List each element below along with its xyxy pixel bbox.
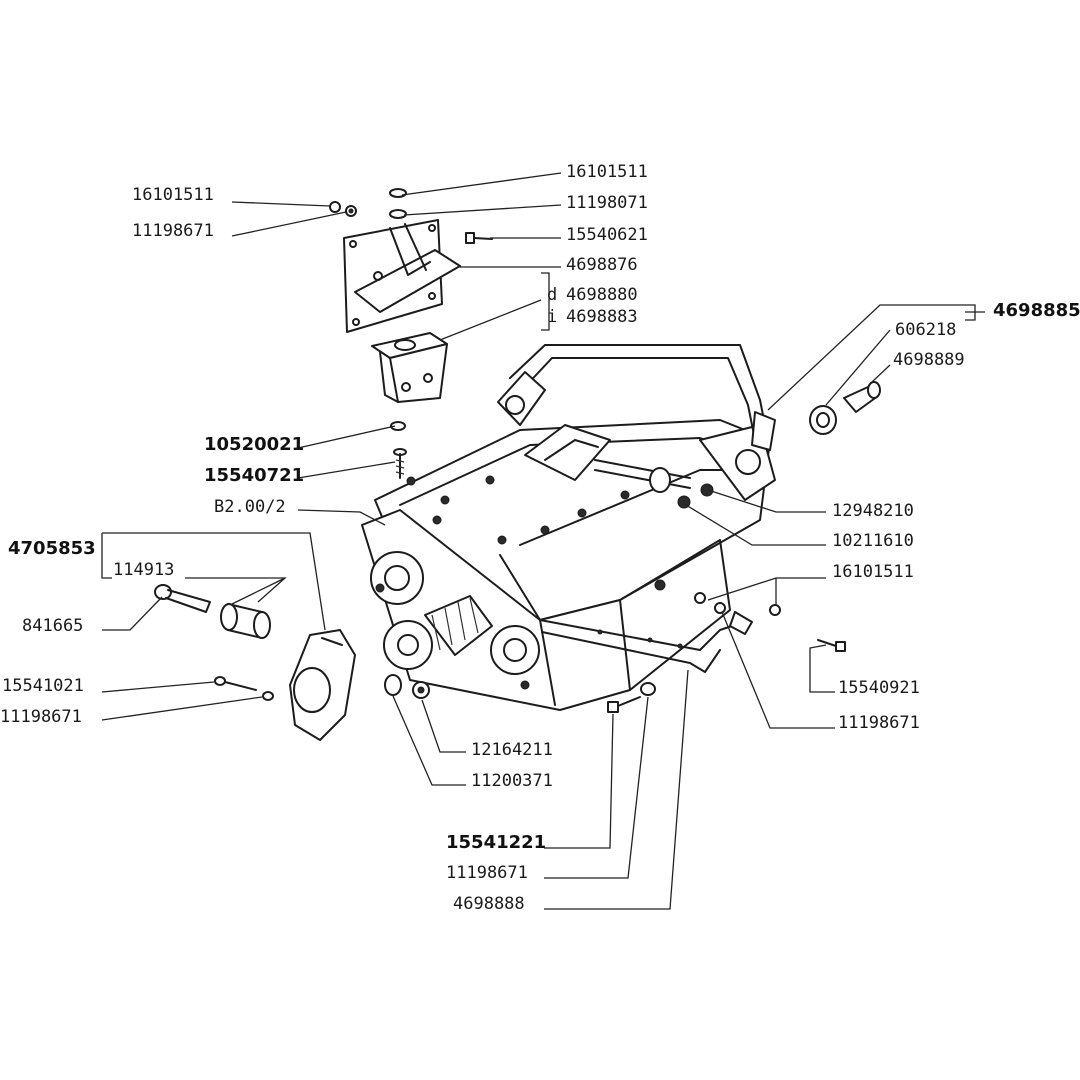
- label-gearbox-ref: B2.00/2: [214, 497, 286, 517]
- label-bolt-left: 841665: [22, 616, 83, 636]
- label-assembly-left: 4705853: [8, 538, 96, 559]
- label-support-d-prefix: d: [547, 285, 557, 305]
- label-washer-top-right: 11198071: [566, 193, 648, 213]
- mid-washer-screw: [390, 421, 407, 479]
- bottom-small-parts: [384, 674, 656, 713]
- support-bracket: [371, 332, 448, 403]
- mounting-bracket: [343, 219, 461, 333]
- label-plug: 12164211: [471, 740, 553, 760]
- label-washer-left: 11198671: [0, 707, 82, 727]
- label-crossmember: 4698888: [453, 894, 525, 914]
- parts-drawing: [154, 188, 881, 741]
- callout-labels: 16101511 11198671 16101511 11198071 1554…: [0, 162, 1080, 914]
- upper-tubular-support: [497, 344, 776, 451]
- top-screw: [465, 232, 493, 244]
- label-gasket: 11200371: [471, 771, 553, 791]
- crossmember: [539, 619, 736, 673]
- label-screw-top: 15540621: [566, 225, 648, 245]
- label-nut-right-lower: 16101511: [832, 562, 914, 582]
- label-washer-bottom: 11198671: [446, 863, 528, 883]
- label-washer-right-lower: 11198671: [838, 713, 920, 733]
- leader-lines: [101, 172, 985, 910]
- label-assembly-right: 4698885: [993, 300, 1080, 321]
- left-silentbloc-assembly: [154, 584, 356, 741]
- label-nut-right: 10211610: [832, 531, 914, 551]
- label-pin: 4698889: [893, 350, 965, 370]
- label-bracket: 4698876: [566, 255, 638, 275]
- label-bushing: 606218: [895, 320, 956, 340]
- label-support-d: 4698880: [566, 285, 638, 305]
- top-left-nut-washer: [329, 201, 357, 217]
- label-washer-mid-dot: .: [292, 435, 302, 455]
- label-nut-top-right: 16101511: [566, 162, 648, 182]
- label-support-i: 4698883: [566, 307, 638, 327]
- label-bolt-right: 12948210: [832, 501, 914, 521]
- label-screw-bottom: 15541221: [446, 832, 546, 853]
- label-nut-top-left: 16101511: [132, 185, 214, 205]
- label-washer-top-left: 11198671: [132, 221, 214, 241]
- top-right-nut-washer: [389, 188, 407, 219]
- label-support-i-prefix: i: [547, 307, 557, 327]
- label-screw-mid: 15540721: [204, 465, 304, 486]
- bushing-and-pin: [809, 381, 881, 435]
- label-screw-right-lower: 15540921: [838, 678, 920, 698]
- right-lower-small-parts: [694, 592, 846, 652]
- label-screw-left: 15541021: [2, 676, 84, 696]
- gearbox-body: [361, 419, 776, 711]
- label-silentbloc: 114913: [113, 560, 174, 580]
- label-washer-mid: 10520021: [204, 434, 304, 455]
